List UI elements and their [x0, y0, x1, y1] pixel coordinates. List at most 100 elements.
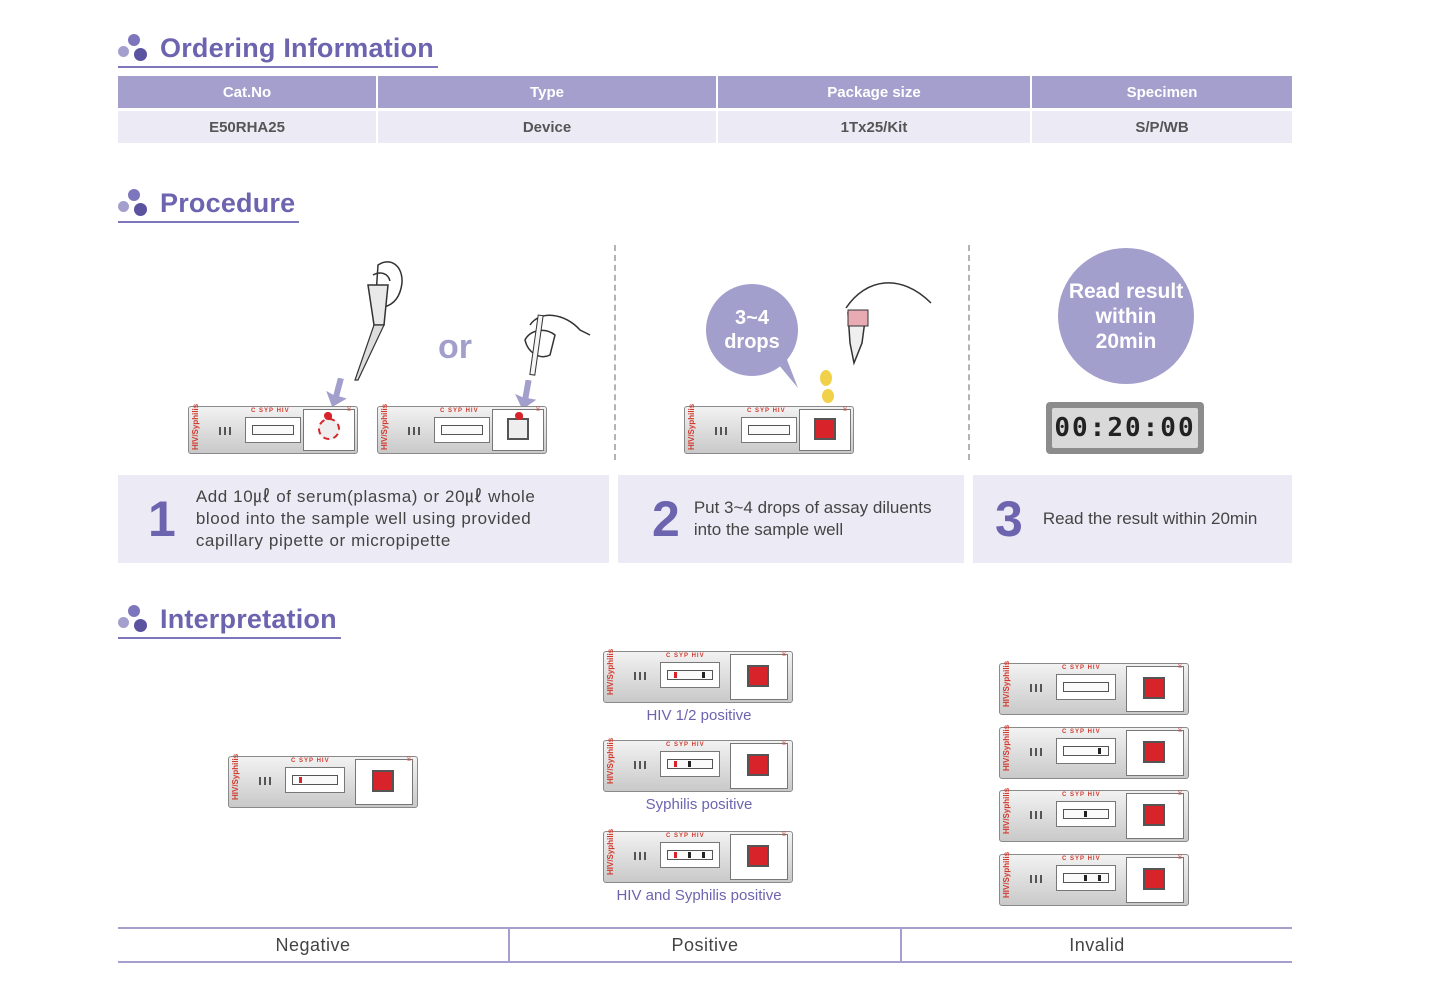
control-line — [299, 777, 302, 783]
hiv-positive-caption: HIV 1/2 positive — [646, 707, 752, 724]
device-brand: HIV/Syphilis — [687, 403, 696, 450]
hiv-syphilis-positive-caption: HIV and Syphilis positive — [616, 887, 782, 904]
test-device: HIV/Syphilis C SYP HIV S — [684, 403, 854, 454]
sample-well — [1126, 857, 1184, 903]
interpretation-heading: Interpretation — [118, 601, 341, 639]
device-grip-icon — [219, 427, 233, 435]
arrow-down-icon — [515, 380, 537, 410]
read-bubble-line3: 20min — [1095, 329, 1157, 353]
sample-well — [1126, 793, 1184, 839]
read-bubble-line1: Read result — [1068, 279, 1184, 303]
molecule-icon — [118, 34, 148, 62]
device-markings: C SYP HIV — [1062, 665, 1101, 671]
step-2-text: Put 3~4 drops of assay diluents into the… — [693, 498, 932, 539]
syphilis-line — [1084, 811, 1087, 817]
sample-well — [355, 759, 413, 805]
device-markings: C SYP HIV — [1062, 856, 1101, 862]
hiv-syphilis-positive-device: HIV/Syphilis C SYP HIV S — [603, 829, 793, 883]
result-window — [1056, 865, 1116, 891]
procedure-heading: Procedure — [118, 185, 300, 223]
device-brand: HIV/Syphilis — [1002, 660, 1011, 707]
device-s-mark: S — [346, 407, 351, 413]
device-grip-icon — [1030, 875, 1044, 883]
step-2-box: 2 Put 3~4 drops of assay diluents into t… — [618, 475, 964, 563]
test-device: HIV/Syphilis C SYP HIV S — [377, 403, 547, 454]
device-markings: C SYP HIV — [666, 742, 705, 748]
divider — [968, 245, 970, 460]
step-3-box: 3 Read the result within 20min — [973, 475, 1292, 563]
header-cat-no: Cat.No — [118, 76, 378, 108]
syphilis-positive-device: HIV/Syphilis C SYP HIV S — [603, 738, 793, 792]
sample-well — [303, 409, 355, 451]
device-s-mark: S — [781, 741, 786, 747]
control-line — [674, 672, 677, 678]
device-s-mark: S — [406, 757, 411, 763]
device-brand: HIV/Syphilis — [606, 648, 615, 695]
device-markings: C SYP HIV — [291, 758, 330, 764]
interpretation-title: Interpretation — [160, 603, 337, 634]
step-3-text: Read the result within 20min — [1042, 509, 1258, 528]
device-brand: HIV/Syphilis — [1002, 787, 1011, 834]
device-brand: HIV/Syphilis — [1002, 724, 1011, 771]
result-window — [245, 417, 301, 443]
result-window — [1056, 738, 1116, 764]
device-markings: C SYP HIV — [251, 408, 290, 414]
capillary-hand-icon — [524, 314, 591, 376]
sample-well — [730, 743, 788, 789]
device-brand: HIV/Syphilis — [191, 403, 200, 450]
hiv-line — [702, 672, 705, 678]
cell-package-size: 1Tx25/Kit — [718, 111, 1032, 143]
sample-well — [730, 834, 788, 880]
hiv-line — [1098, 875, 1101, 881]
ordering-table: Cat.No Type Package size Specimen E50RHA… — [118, 76, 1292, 143]
category-invalid: Invalid — [1069, 934, 1125, 955]
header-package-size: Package size — [718, 76, 1032, 108]
cell-cat-no: E50RHA25 — [118, 111, 378, 143]
category-positive: Positive — [510, 929, 902, 961]
device-markings: C SYP HIV — [747, 408, 786, 414]
device-grip-icon — [408, 427, 422, 435]
device-brand: HIV/Syphilis — [1002, 851, 1011, 898]
result-window — [1056, 674, 1116, 700]
read-result-bubble: Read result within 20min — [1058, 248, 1194, 384]
device-brand: HIV/Syphilis — [231, 753, 240, 800]
drops-bubble: 3~4 drops — [706, 284, 798, 376]
ordering-heading: Ordering Information — [118, 30, 438, 68]
negative-device: HIV/Syphilis C SYP HIV S — [228, 753, 418, 808]
step-1-number: 1 — [148, 491, 176, 547]
device-grip-icon — [1030, 811, 1044, 819]
step-1-text: Add 10㎕ of serum(plasma) or 20㎕ whole bl… — [195, 487, 536, 550]
read-bubble-line2: within — [1095, 304, 1157, 328]
drops-bubble-line1: 3~4 — [735, 307, 769, 329]
device-brand: HIV/Syphilis — [380, 403, 389, 450]
arrow-down-icon — [326, 378, 347, 407]
device-grip-icon — [259, 777, 273, 785]
dropper-bottle-hand-icon — [845, 282, 932, 366]
sample-well — [1126, 730, 1184, 776]
timer-display: 00:20:00 — [1046, 402, 1204, 454]
micropipette-hand-icon — [354, 261, 403, 381]
step-2-number: 2 — [652, 491, 680, 547]
result-window — [741, 417, 797, 443]
result-window — [285, 767, 345, 793]
sample-well — [799, 409, 851, 451]
syphilis-line — [1084, 875, 1087, 881]
step-3-number: 3 — [995, 491, 1023, 547]
result-window — [434, 417, 490, 443]
result-window — [660, 751, 720, 777]
control-line — [674, 761, 677, 767]
device-grip-icon — [634, 672, 648, 680]
device-grip-icon — [1030, 748, 1044, 756]
invalid-device-1: HIV/Syphilis C SYP HIV S — [999, 660, 1189, 715]
or-label: or — [438, 328, 472, 366]
device-grip-icon — [634, 852, 648, 860]
bubble-tail-icon — [768, 352, 798, 388]
invalid-device-4: HIV/Syphilis C SYP HIV S — [999, 851, 1189, 906]
device-markings: C SYP HIV — [1062, 792, 1101, 798]
result-window — [660, 842, 720, 868]
result-window — [660, 662, 720, 688]
device-markings: C SYP HIV — [666, 653, 705, 659]
ordering-header-row: Cat.No Type Package size Specimen — [118, 76, 1292, 108]
device-s-mark: S — [1177, 791, 1182, 797]
ordering-data-row: E50RHA25 Device 1Tx25/Kit S/P/WB — [118, 108, 1292, 143]
